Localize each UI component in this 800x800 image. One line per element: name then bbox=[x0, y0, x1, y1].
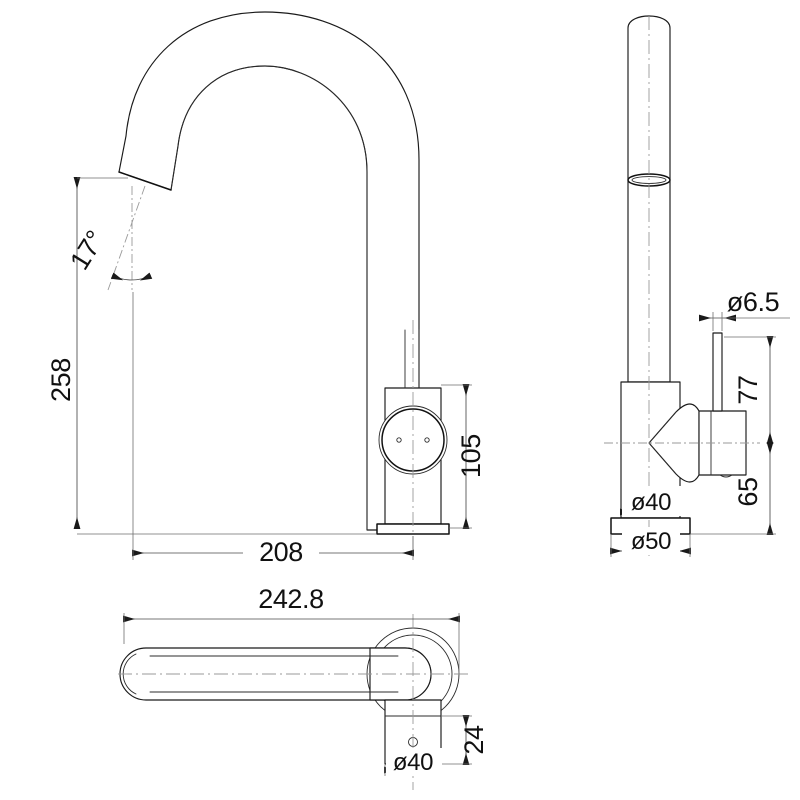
dim-65-text: ø6.5 bbox=[727, 287, 779, 317]
dimension-handle-height: 105 bbox=[441, 384, 486, 529]
dimension-plan-reach: 242.8 bbox=[123, 584, 460, 674]
side-riser-tube bbox=[627, 15, 671, 383]
dim-plan-d40-text: ø40 bbox=[393, 749, 433, 776]
spout-inner-wall bbox=[170, 65, 368, 531]
dim-77-text: 77 bbox=[733, 375, 763, 404]
plan-arm-over-rings-inner bbox=[369, 655, 399, 693]
nozzle-axis-centerline bbox=[107, 185, 146, 291]
dim-d50-text: ø50 bbox=[631, 528, 671, 555]
dimension-handle-center-height: 65 bbox=[690, 442, 776, 535]
dimension-overall-height: 258 bbox=[46, 177, 376, 535]
dim-plan-d40-text-mask bbox=[386, 748, 442, 776]
dimension-spout-reach: 208 bbox=[132, 292, 414, 569]
dim-208-text-mask bbox=[243, 535, 319, 569]
base-flange-outline bbox=[376, 523, 450, 535]
spout-outer-profile bbox=[118, 11, 420, 531]
spout-outlet-face bbox=[118, 171, 172, 191]
dimension-body-dia: ø40 bbox=[620, 486, 682, 516]
dim-2428-text: 242.8 bbox=[258, 584, 324, 614]
dimension-base-dia: ø50 bbox=[610, 527, 691, 557]
front-base-flange bbox=[376, 523, 450, 535]
riser-stem bbox=[404, 329, 420, 389]
dim-d40-text: ø40 bbox=[631, 489, 671, 516]
front-elevation-view bbox=[107, 11, 450, 556]
side-elevation-view bbox=[604, 15, 760, 556]
plan-spout-inner-walls bbox=[149, 655, 399, 693]
dim-d50-text-mask bbox=[622, 527, 680, 555]
side-lever-rod bbox=[712, 332, 723, 412]
dim-258-text: 258 bbox=[46, 358, 76, 402]
handle-pin-left bbox=[396, 437, 402, 443]
dim-105-text: 105 bbox=[456, 434, 486, 478]
lever-rod-body bbox=[712, 332, 723, 412]
side-lever-knob bbox=[698, 410, 747, 478]
dim-208-text: 208 bbox=[259, 537, 303, 567]
gooseneck-spout bbox=[118, 11, 420, 531]
dim-17deg-text: 17° bbox=[64, 225, 110, 275]
dim-d40-text-mask bbox=[622, 486, 682, 516]
dimension-lever-rod-dia: ø6.5 bbox=[699, 287, 790, 331]
dim-65h-text: 65 bbox=[733, 477, 763, 506]
handle-pin-right bbox=[424, 437, 430, 443]
dim-24-text: 24 bbox=[459, 725, 489, 755]
lever-knob-notch bbox=[719, 474, 733, 478]
dimension-lever-height: 77 bbox=[724, 336, 776, 444]
dim-17deg-arc bbox=[110, 272, 153, 281]
lever-cone-edges bbox=[648, 411, 677, 475]
dimension-base-thickness: 24 bbox=[441, 715, 489, 765]
side-outlet-ring-inner bbox=[631, 176, 667, 184]
dimension-plan-base-dia: ø40 bbox=[384, 748, 442, 776]
